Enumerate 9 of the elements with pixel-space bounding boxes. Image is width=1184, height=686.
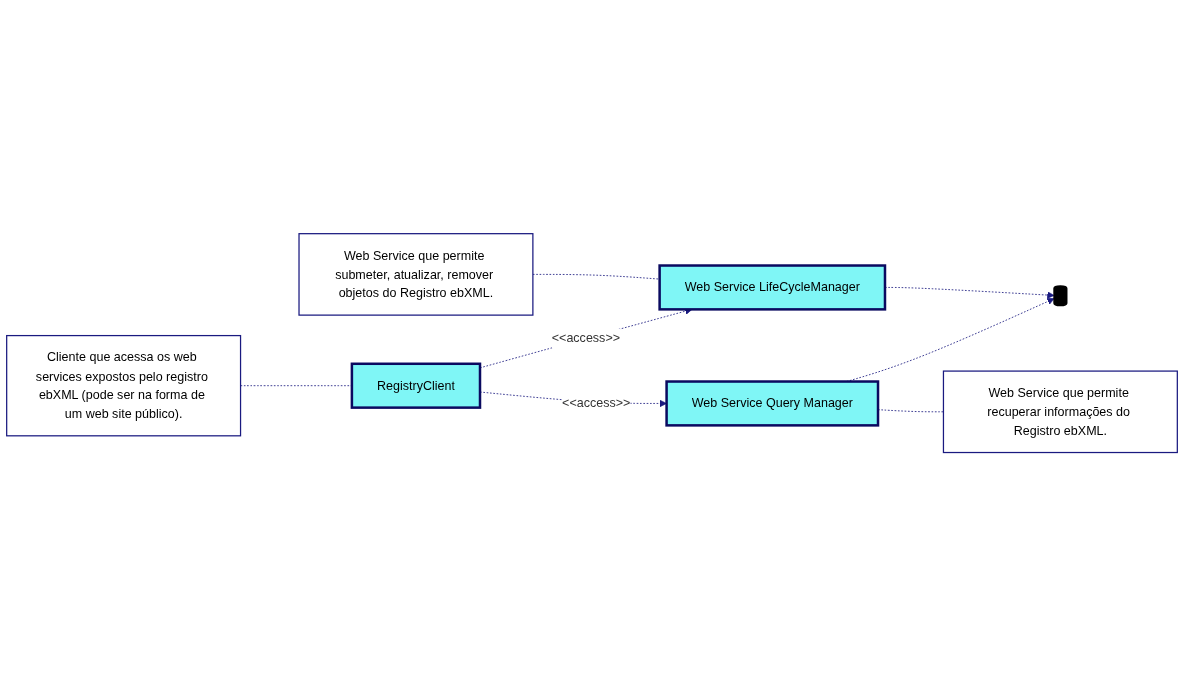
node-box: Web Service que permite submeter, atualizar, remover objetos do Registro ebXML. — [298, 232, 534, 316]
edge-label: <<access>> — [562, 395, 631, 410]
node-box: Web Service LifeCycleManager — [658, 264, 887, 311]
node-box: Web Service que permite recuperar informações do Registro ebXML. — [942, 370, 1178, 454]
node-box: Web Service Query Manager — [665, 380, 880, 427]
node-cylinder — [1053, 285, 1068, 307]
edge-label: <<access>> — [551, 330, 621, 345]
node-box: Cliente que acessa os web services expostos pelo registro ebXML (pode ser na forma de um web site público). — [6, 334, 242, 437]
node-box: RegistryClient — [350, 362, 482, 409]
